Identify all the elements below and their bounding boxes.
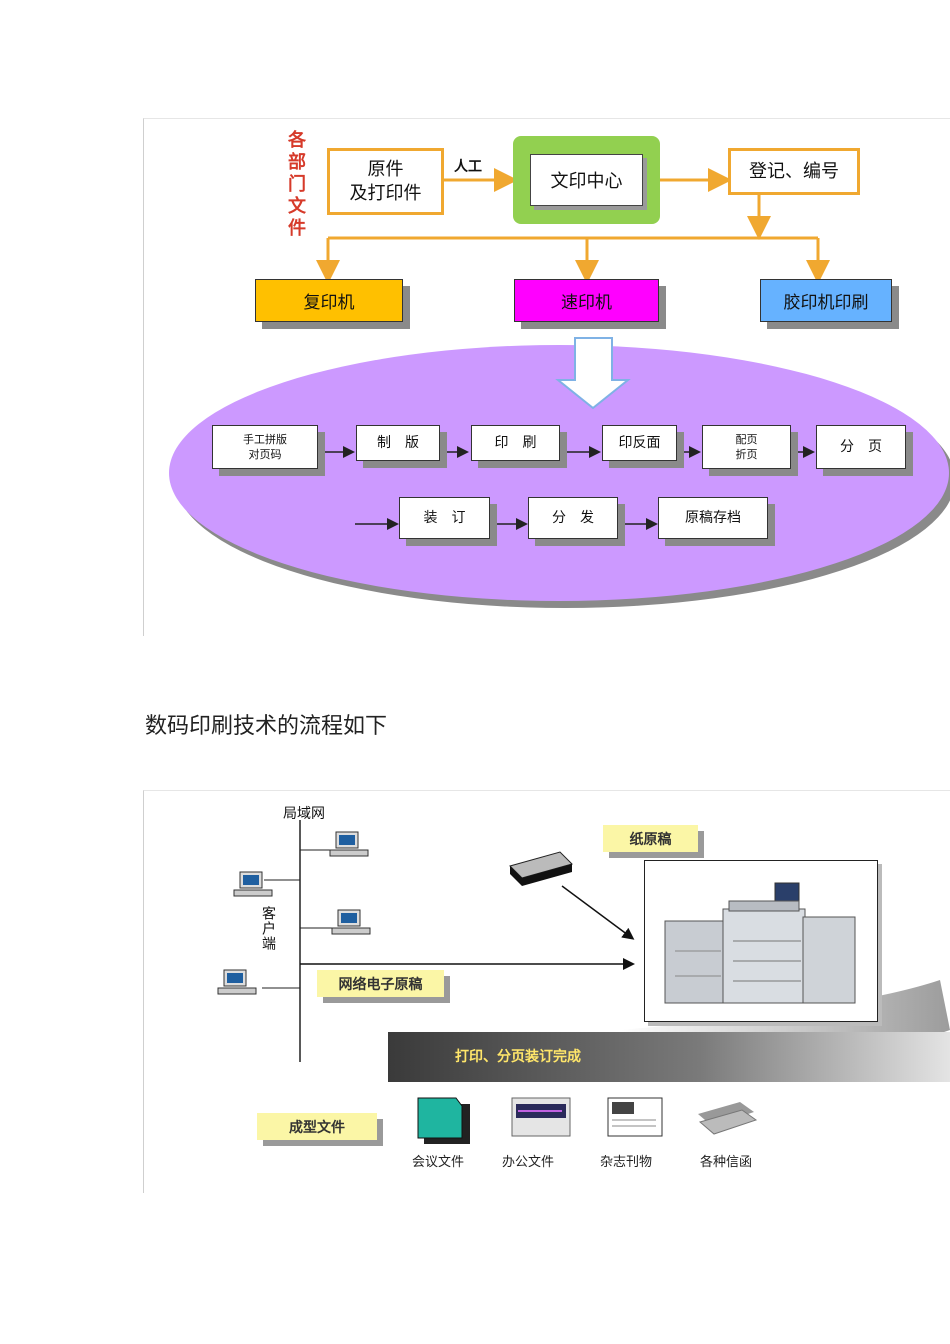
step-printing: 印 刷 xyxy=(471,425,560,461)
step-archive: 原稿存档 xyxy=(658,497,768,539)
step-reverse-print: 印反面 xyxy=(602,425,677,461)
magazine-icon xyxy=(607,1097,663,1137)
step-distribute: 分 发 xyxy=(528,497,618,539)
computer-icon xyxy=(329,831,369,857)
meeting-docs-icon xyxy=(417,1097,470,1144)
print-center-box: 文印中心 xyxy=(530,154,643,206)
letters-icon xyxy=(698,1102,758,1135)
register-box: 登记、编号 xyxy=(728,148,860,195)
completion-banner-text: 打印、分页装订完成 xyxy=(455,1049,581,1065)
computer-icon xyxy=(233,871,273,897)
network-original-tag: 网络电子原稿 xyxy=(317,970,444,997)
banner-shape xyxy=(388,1032,950,1082)
output-magazines: 杂志刊物 xyxy=(600,1155,653,1170)
section-heading: 数码印刷技术的流程如下 xyxy=(145,714,388,739)
finished-docs-tag: 成型文件 xyxy=(257,1113,377,1140)
step-platemaking: 制 版 xyxy=(356,425,440,461)
office-docs-icon xyxy=(511,1097,571,1137)
duplicator-box: 速印机 xyxy=(514,279,659,322)
step-paginate: 分 页 xyxy=(816,425,906,469)
digital-press-icon xyxy=(664,882,856,1004)
output-letters: 各种信函 xyxy=(700,1155,753,1170)
source-docs-box: 原件 及打印件 xyxy=(327,148,444,215)
process-ellipse xyxy=(169,345,949,601)
step-binding: 装 订 xyxy=(399,497,490,539)
output-office-docs: 办公文件 xyxy=(502,1155,555,1170)
down-arrow-icon xyxy=(555,337,631,410)
copier-box: 复印机 xyxy=(255,279,403,322)
output-meeting-docs: 会议文件 xyxy=(412,1155,465,1170)
lan-label: 局域网 xyxy=(283,806,325,822)
diagram2-frame xyxy=(143,790,950,1193)
step-imposition: 手工拼版 对页码 xyxy=(212,425,318,469)
scanner-icon xyxy=(509,851,573,886)
client-label: 客户端 xyxy=(260,906,276,951)
offset-press-box: 胶印机印刷 xyxy=(760,279,892,322)
computer-icon xyxy=(331,909,371,935)
computer-icon xyxy=(217,969,257,995)
print-center-outer: 文印中心 xyxy=(513,136,660,224)
paper-original-tag: 纸原稿 xyxy=(603,825,698,852)
department-docs-label: 各部门文件 xyxy=(285,130,306,240)
step-collate-fold: 配页 折页 xyxy=(702,425,791,469)
manual-label: 人工 xyxy=(454,159,482,175)
diagram1-frame xyxy=(143,118,950,636)
digital-press-image xyxy=(644,860,878,1022)
